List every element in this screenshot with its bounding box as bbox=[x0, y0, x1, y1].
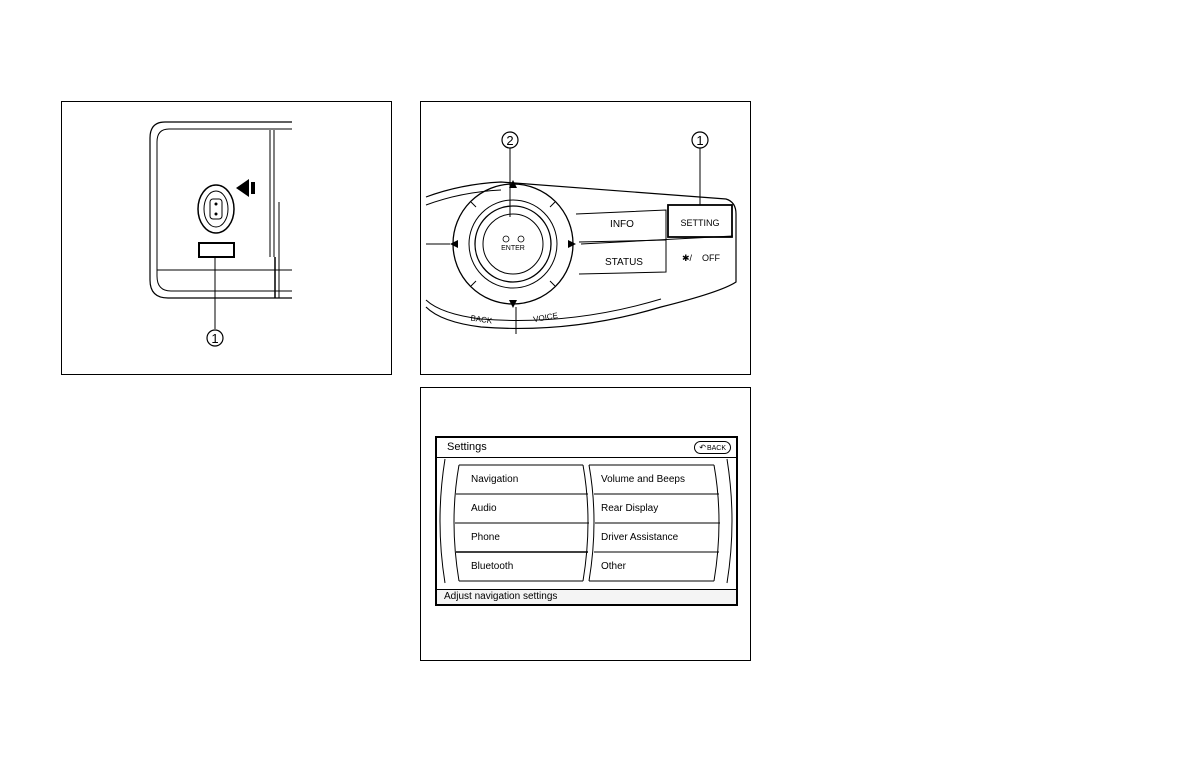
callout-1: 1 bbox=[211, 331, 218, 346]
enter-label: ENTER bbox=[501, 245, 525, 252]
status-bar: Adjust navigation settings bbox=[437, 589, 736, 604]
back-button-label: BACK bbox=[707, 445, 726, 452]
off-button: OFF bbox=[702, 253, 720, 263]
status-text: Adjust navigation settings bbox=[444, 591, 557, 602]
figure-panel-settings-screen: Settings ↶BACK Navigation bbox=[420, 387, 751, 661]
menu-item-navigation[interactable]: Navigation bbox=[471, 474, 518, 485]
menu-item-bluetooth[interactable]: Bluetooth bbox=[471, 561, 513, 572]
voice-button: VOICE bbox=[533, 311, 559, 324]
svg-text:✱/: ✱/ bbox=[682, 253, 693, 263]
control-panel-illustration: ENTER INFO STATUS SETTING ✱/ OFF BACK VO… bbox=[421, 102, 750, 374]
figure-panel-control-panel: ENTER INFO STATUS SETTING ✱/ OFF BACK VO… bbox=[420, 101, 751, 375]
callout-2: 2 bbox=[506, 133, 513, 148]
menu-item-audio[interactable]: Audio bbox=[471, 503, 497, 514]
back-button: BACK bbox=[470, 314, 493, 326]
setting-button: SETTING bbox=[680, 218, 719, 228]
back-arrow-icon: ↶ bbox=[699, 443, 706, 452]
figure-panel-button-location: 1 bbox=[61, 101, 392, 375]
screen-header: Settings ↶BACK bbox=[437, 438, 736, 458]
mirror-control-icon bbox=[198, 179, 255, 233]
status-button: STATUS bbox=[605, 257, 643, 268]
back-button[interactable]: ↶BACK bbox=[694, 441, 731, 454]
menu-item-phone[interactable]: Phone bbox=[471, 532, 500, 543]
dashboard-illustration: 1 bbox=[62, 102, 391, 374]
menu-item-rear-display[interactable]: Rear Display bbox=[601, 503, 658, 514]
callout-1: 1 bbox=[696, 133, 703, 148]
menu-item-driver-assistance[interactable]: Driver Assistance bbox=[601, 532, 678, 543]
screen-title: Settings bbox=[447, 441, 487, 453]
menu-item-other[interactable]: Other bbox=[601, 561, 626, 572]
settings-screen: Settings ↶BACK Navigation bbox=[435, 436, 738, 606]
menu-item-volume-and-beeps[interactable]: Volume and Beeps bbox=[601, 474, 685, 485]
info-button: INFO bbox=[610, 219, 634, 230]
